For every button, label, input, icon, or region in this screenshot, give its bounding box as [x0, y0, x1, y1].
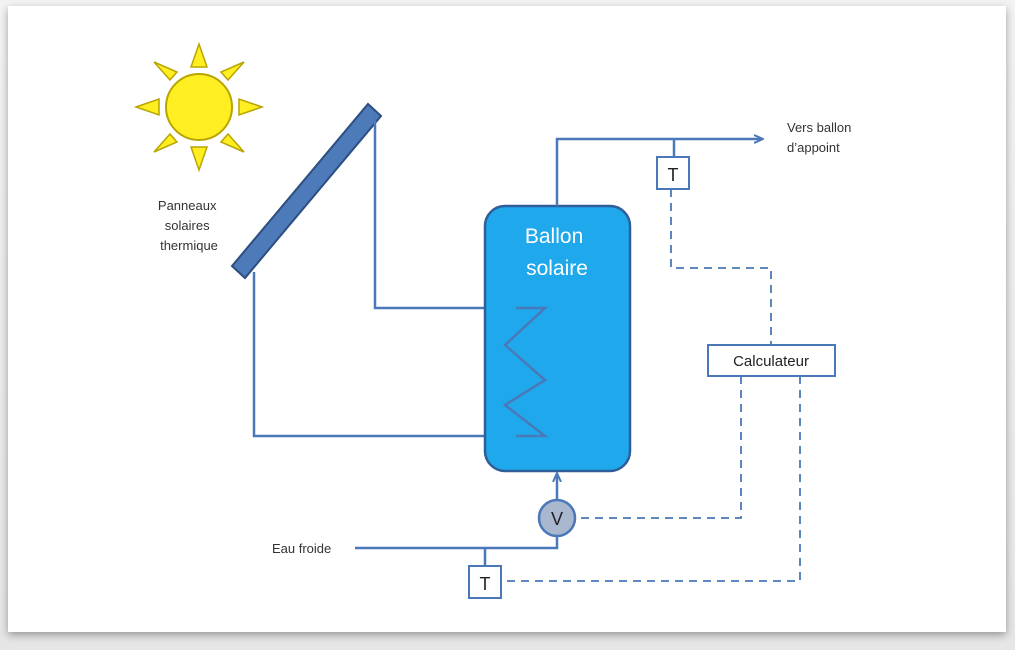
sensor-top-label: T: [668, 165, 679, 185]
controller-box: Calculateur: [707, 344, 836, 377]
heat-exchanger-coil-icon: [502, 306, 549, 438]
panel-label: Panneaux solaires thermique: [158, 198, 220, 253]
cold-water-inlet: [355, 474, 557, 566]
temperature-sensor-bottom: T: [468, 565, 502, 599]
tank-label-line-1: Ballon: [525, 225, 583, 248]
signal-valve: [578, 376, 742, 519]
sun-icon: [133, 41, 265, 173]
sensor-bottom-label: T: [480, 574, 491, 594]
to-backup-line-2: d’appoint: [787, 140, 840, 155]
panel-label-line-1: Panneaux: [158, 198, 217, 213]
controller-label: Calculateur: [733, 353, 809, 370]
hot-water-outlet: [555, 139, 762, 206]
valve: V: [537, 498, 577, 538]
tank-label: Ballon solaire: [525, 225, 589, 280]
to-backup-line-1: Vers ballon: [787, 120, 851, 135]
panel-label-line-2: solaires: [165, 218, 210, 233]
cold-water-label: Eau froide: [272, 541, 331, 556]
temperature-sensor-top: T: [656, 156, 690, 190]
collector-supply-pipe: [373, 112, 516, 310]
panel-label-line-3: thermique: [160, 238, 218, 253]
collector-return-pipe: [252, 272, 516, 438]
signal-lines: [503, 189, 801, 582]
to-backup-label: Vers ballon d’appoint: [787, 120, 855, 155]
signal-sensor-top: [670, 189, 772, 345]
tank-label-line-2: solaire: [526, 257, 588, 280]
solar-panel-icon: [230, 102, 383, 280]
solar-tank: Ballon solaire: [483, 204, 632, 473]
collector-loop-pipes: [252, 112, 516, 438]
valve-label: V: [551, 509, 563, 529]
